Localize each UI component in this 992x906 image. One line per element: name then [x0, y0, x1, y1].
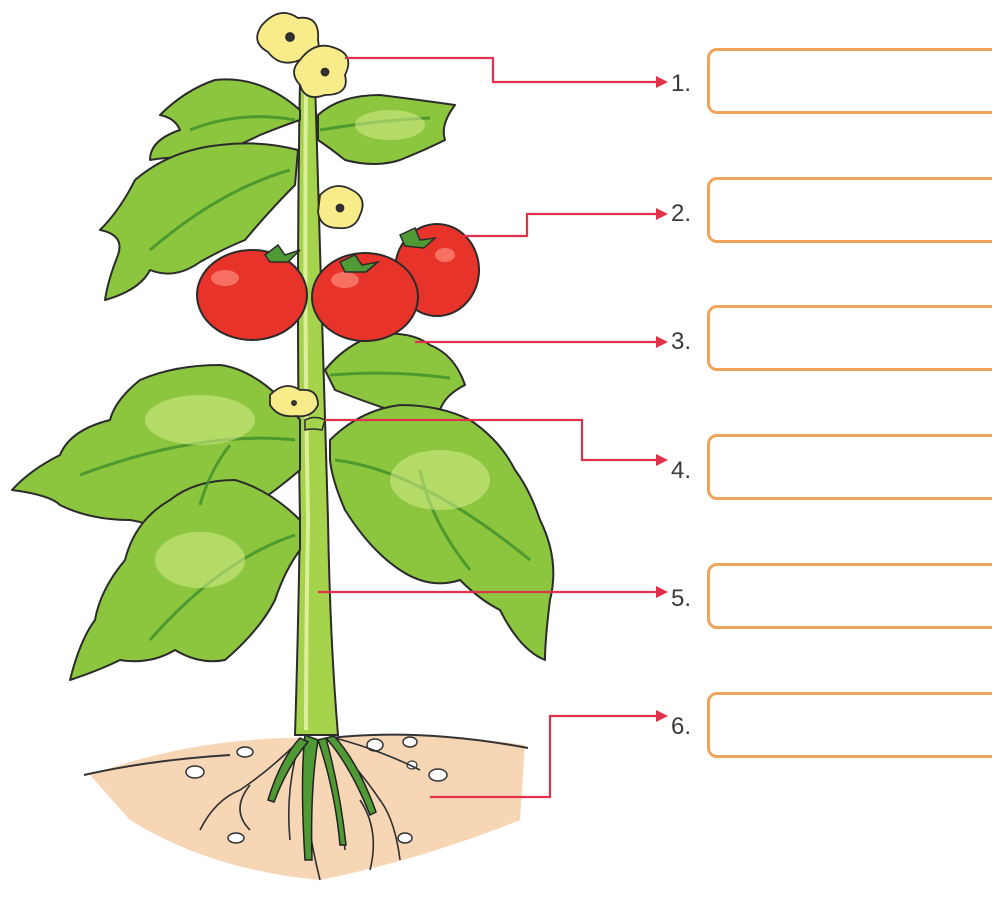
label-number-6: 6. — [671, 713, 691, 741]
arrow-heads — [656, 76, 668, 722]
answer-box-2[interactable] — [707, 177, 992, 243]
label-number-3: 3. — [671, 328, 691, 356]
label-number-5: 5. — [671, 585, 691, 613]
label-number-2: 2. — [671, 200, 691, 228]
answer-box-3[interactable] — [707, 305, 992, 371]
answer-box-6[interactable] — [707, 692, 992, 758]
label-number-4: 4. — [671, 457, 691, 485]
answer-box-5[interactable] — [707, 563, 992, 629]
answer-box-1[interactable] — [707, 48, 992, 114]
label-number-1: 1. — [671, 70, 691, 98]
leaves — [12, 79, 553, 680]
answer-box-4[interactable] — [707, 434, 992, 500]
